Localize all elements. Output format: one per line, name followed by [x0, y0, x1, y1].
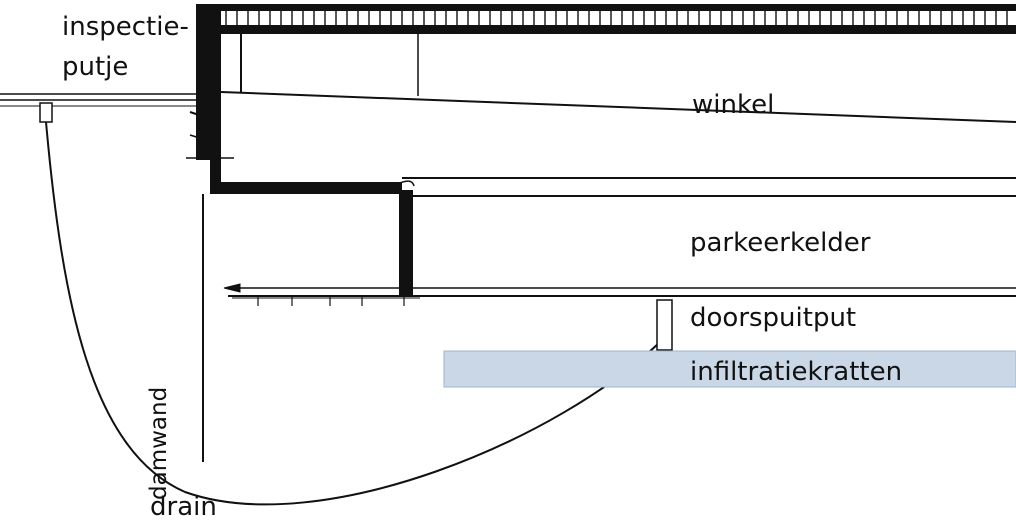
infiltration-crates: [443, 350, 1016, 388]
flush-pit-label: doorspuitput: [690, 303, 857, 333]
roof-hatch: [225, 11, 1008, 25]
inspection-pit-label-line2: putje: [62, 52, 129, 82]
sheet-pile-wall-label: damwand: [146, 386, 172, 500]
drain-pipe: [45, 121, 663, 506]
infiltration-crates-label: infiltratiekratten: [690, 357, 903, 387]
parking-garage-wall: [399, 190, 413, 296]
interior-walls: [240, 25, 419, 96]
ground-surface: [0, 93, 196, 107]
drain-label: drain: [150, 492, 217, 522]
inspection-pit: [39, 102, 53, 123]
flush-pit: [656, 299, 673, 351]
shop-label: winkel: [692, 90, 775, 120]
parking-ceiling-slab: [399, 177, 1016, 197]
roof: [215, 4, 1016, 34]
parking-floor-slab: [223, 283, 1016, 299]
slab-ticks: [257, 297, 405, 306]
shop-floor: [220, 91, 1016, 123]
facade-wall: [186, 4, 402, 194]
inspection-pit-label-line1: inspectie-: [62, 12, 189, 42]
parking-garage-label: parkeerkelder: [690, 228, 871, 258]
